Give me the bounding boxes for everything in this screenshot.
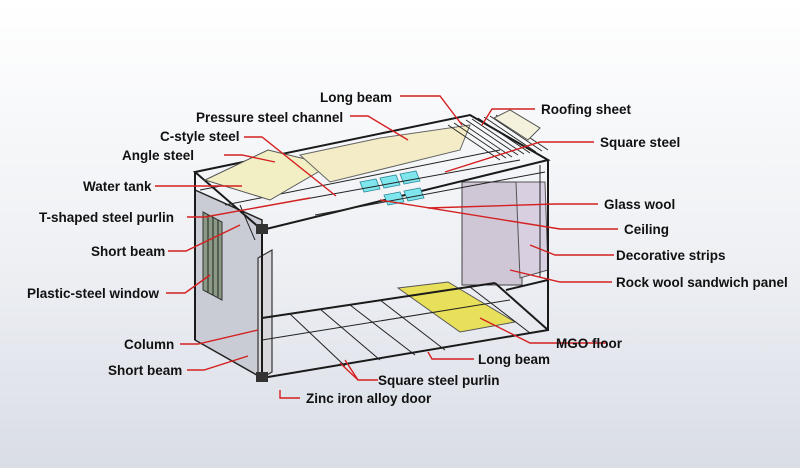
leader-lines <box>155 95 618 399</box>
label-plastic-steel-window: Plastic-steel window <box>27 286 160 301</box>
label-glass-wool: Glass wool <box>604 197 675 212</box>
corner-fitting <box>256 224 268 234</box>
label-square-steel-purlin: Square steel purlin <box>378 373 500 388</box>
corner-fitting-bottom <box>256 372 268 382</box>
label-pressure-steel-channel: Pressure steel channel <box>196 110 343 125</box>
label-water-tank: Water tank <box>83 179 152 194</box>
label-zinc-iron-door: Zinc iron alloy door <box>306 391 432 406</box>
label-long-beam-top: Long beam <box>320 90 392 105</box>
label-long-beam-bottom: Long beam <box>478 352 550 367</box>
label-square-steel: Square steel <box>600 135 680 150</box>
decorative-strips <box>515 181 549 279</box>
label-rock-wool-panel: Rock wool sandwich panel <box>616 275 788 290</box>
label-decorative-strips: Decorative strips <box>616 248 726 263</box>
label-short-beam-top: Short beam <box>91 244 165 259</box>
zinc-iron-door-shape <box>257 248 273 382</box>
labels: Long beam Roofing sheet Pressure steel c… <box>27 90 788 406</box>
rock-wool-panel <box>461 181 523 286</box>
label-ceiling: Ceiling <box>624 222 669 237</box>
label-mgo-floor: MGO floor <box>556 336 623 351</box>
label-short-beam-bottom: Short beam <box>108 363 182 378</box>
ceiling-strip <box>298 124 471 183</box>
label-column: Column <box>124 337 174 352</box>
label-t-shaped-purlin: T-shaped steel purlin <box>39 210 174 225</box>
label-c-style-steel: C-style steel <box>160 129 240 144</box>
label-roofing-sheet: Roofing sheet <box>541 102 632 117</box>
label-angle-steel: Angle steel <box>122 148 194 163</box>
roof-cap <box>492 109 541 141</box>
container-frame <box>192 109 551 382</box>
